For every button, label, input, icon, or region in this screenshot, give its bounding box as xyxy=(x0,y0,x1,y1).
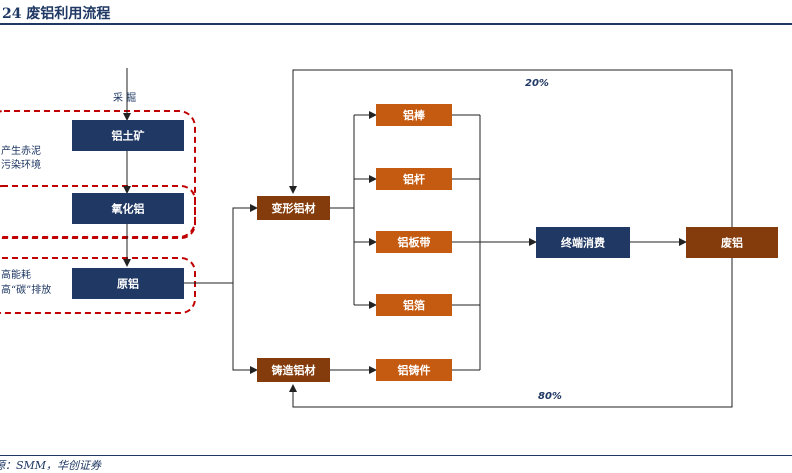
scrap-node: 废铝 xyxy=(686,227,778,258)
consumption-label: 终端消费 xyxy=(561,236,605,250)
figure-title: 24 废铝利用流程 xyxy=(2,6,111,22)
title-rule xyxy=(0,23,792,25)
alumina-label: 氧化铝 xyxy=(111,202,145,216)
recycle-top-line xyxy=(289,69,733,258)
energy-note-2: 高“碳”排放 xyxy=(1,283,51,296)
scrap-label: 废铝 xyxy=(721,236,743,250)
primary-label: 原铝 xyxy=(117,277,139,291)
flow-80-label: 80% xyxy=(538,391,562,402)
bar-label: 铝杆 xyxy=(403,172,425,186)
flow-20-label: 20% xyxy=(525,78,549,89)
source-note: 源：SMM，华创证券 xyxy=(0,459,102,472)
rod-node: 铝棒 xyxy=(376,104,452,126)
casting-label: 铝铸件 xyxy=(398,363,431,377)
alumina-group xyxy=(0,185,196,239)
foil-label: 铝箔 xyxy=(403,298,425,312)
casting-node: 铝铸件 xyxy=(376,359,452,381)
wrought-node: 变形铝材 xyxy=(257,196,330,220)
cast-label: 铸造铝材 xyxy=(272,363,316,377)
primary-to-wrought-line xyxy=(232,204,258,283)
consumption-node: 终端消费 xyxy=(536,227,630,258)
alumina-node: 氧化铝 xyxy=(72,193,184,224)
bauxite-label: 铝土矿 xyxy=(112,129,145,143)
energy-group xyxy=(0,257,196,314)
primary-to-cast-line xyxy=(232,283,258,374)
primary-node: 原铝 xyxy=(72,268,184,299)
sheet-node: 铝板带 xyxy=(376,231,452,253)
rod-label: 铝棒 xyxy=(403,108,426,122)
energy-note-1: 高能耗 xyxy=(1,268,31,281)
red-mud-note-1: 产生赤泥 xyxy=(1,144,41,157)
wrought-label: 变形铝材 xyxy=(272,201,316,215)
sheet-label: 铝板带 xyxy=(398,235,431,249)
bottom-rule xyxy=(0,455,792,456)
bauxite-node: 铝土矿 xyxy=(72,120,184,151)
bar-node: 铝杆 xyxy=(376,168,452,190)
recycle-bottom-line xyxy=(289,258,733,408)
red-mud-note-2: 污染环境 xyxy=(1,158,41,171)
cast-node: 铸造铝材 xyxy=(257,358,330,382)
mining-label: 采 掘 xyxy=(113,91,136,104)
title-bar: 24 废铝利用流程 xyxy=(0,0,792,26)
foil-node: 铝箔 xyxy=(376,294,452,316)
